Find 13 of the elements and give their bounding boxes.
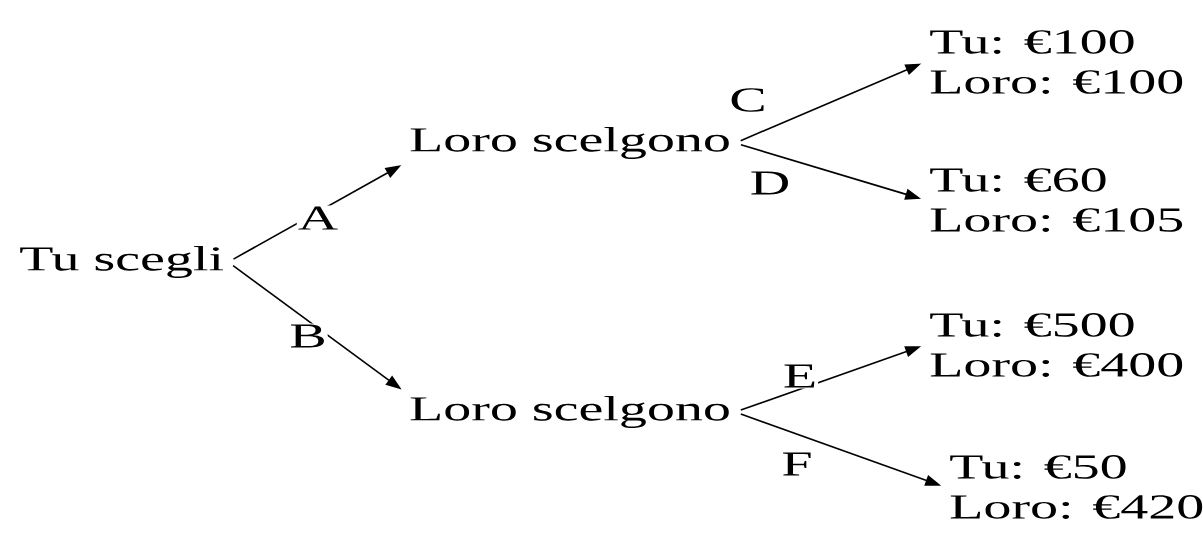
outcome-text: Loro scelgono xyxy=(410,396,729,428)
edge-label: E xyxy=(781,363,819,389)
outcome-text: Tu scegli xyxy=(20,246,223,278)
edge-label: F xyxy=(780,451,814,477)
edge-label: A xyxy=(296,205,340,231)
outcome-text: Tu: €50 Loro: €420 xyxy=(950,455,1203,519)
outcome-text: Tu: €60 Loro: €105 xyxy=(930,168,1183,232)
outcome-text: Tu: €500 Loro: €400 xyxy=(930,313,1183,377)
outcome-text: Loro scelgono xyxy=(410,127,729,159)
edge-label: C xyxy=(728,87,768,113)
edge-label: D xyxy=(748,170,792,196)
edge-label: B xyxy=(288,323,328,349)
outcome-text: Tu: €100 Loro: €100 xyxy=(930,30,1183,94)
